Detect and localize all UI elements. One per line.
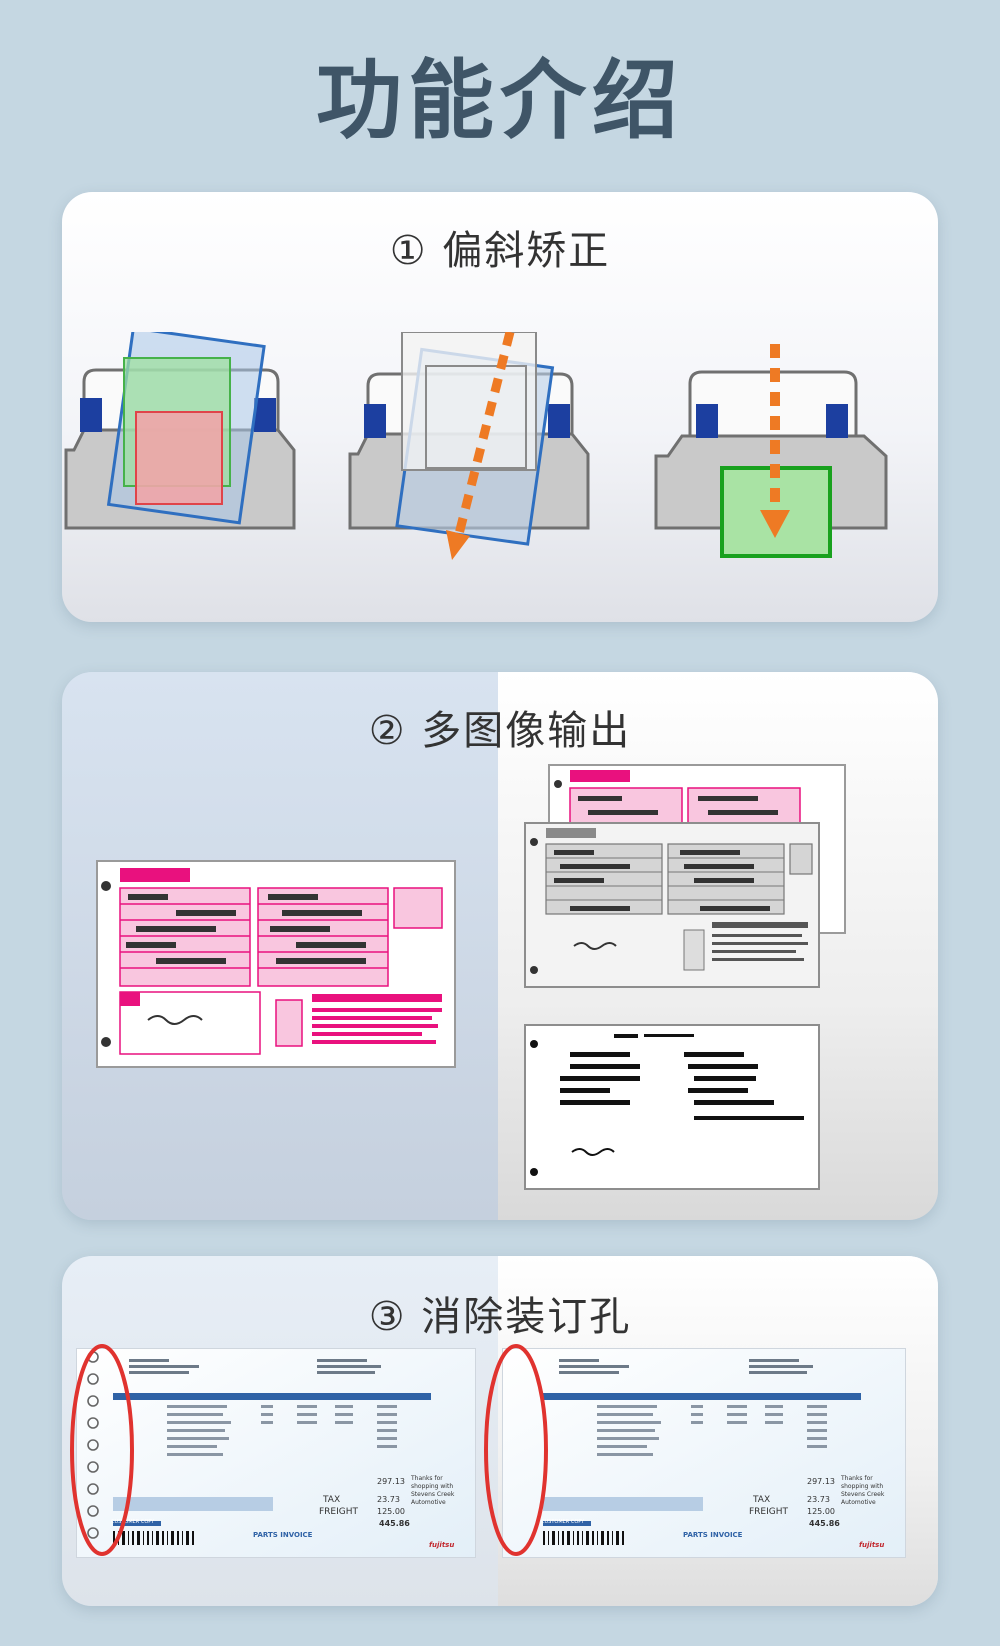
invoice-subtotal: 297.13 — [807, 1477, 835, 1486]
invoice-with-punch-holes: 297.13 TAX 23.73 FREIGHT 125.00 445.86 T… — [76, 1348, 476, 1558]
corrected-document-illustration — [654, 344, 888, 558]
source-color-form-image — [96, 860, 456, 1068]
invoice-thanks-note: Thanks for shopping with Stevens Creek A… — [411, 1475, 455, 1506]
invoice-graphic — [77, 1349, 475, 1557]
invoice-freight: 125.00 — [377, 1507, 405, 1516]
invoice-graphic — [503, 1349, 905, 1557]
punch-hole-highlight-right — [484, 1344, 548, 1556]
invoice-freight: 125.00 — [807, 1507, 835, 1516]
invoice-subtotal: 297.13 — [377, 1477, 405, 1486]
invoice-freight-label: FREIGHT — [319, 1507, 359, 1517]
invoice-total: 445.86 — [379, 1519, 410, 1528]
invoice-thanks-note: Thanks for shopping with Stevens Creek A… — [841, 1475, 885, 1506]
invoice-freight-label: FREIGHT — [749, 1507, 789, 1517]
invoice-brand-logo: fujitsu — [859, 1541, 885, 1549]
skewed-document-illustration — [64, 332, 296, 530]
feature-title-skew-correction: ① 偏斜矫正 — [389, 228, 611, 274]
page-title: 功能介绍 — [316, 51, 684, 151]
invoice-parts-label: PARTS INVOICE — [253, 1531, 313, 1539]
feature-panel-punch-hole-removal: ③ 消除装订孔 — [62, 1256, 938, 1606]
feature-title-punch-hole-removal: ③ 消除装订孔 — [368, 1294, 632, 1340]
invoice-customer-copy: CUSTOMER COPY — [111, 1519, 155, 1525]
invoice-parts-label: PARTS INVOICE — [683, 1531, 743, 1539]
invoice-tax-label: TAX — [753, 1495, 771, 1505]
output-black-white-image — [524, 1024, 820, 1190]
invoice-tax: 23.73 — [377, 1495, 400, 1504]
feature-panel-skew-correction: ① 偏斜矫正 — [62, 192, 938, 622]
invoice-holes-removed: 297.13 TAX 23.73 FREIGHT 125.00 445.86 T… — [502, 1348, 906, 1558]
skew-detection-illustration — [348, 332, 590, 560]
invoice-total: 445.86 — [809, 1519, 840, 1528]
invoice-customer-copy: CUSTOMER COPY — [541, 1519, 585, 1525]
invoice-tax: 23.73 — [807, 1495, 830, 1504]
output-grayscale-image — [524, 822, 820, 988]
invoice-brand-logo: fujitsu — [429, 1541, 455, 1549]
feature-title-multi-image-output: ② 多图像输出 — [368, 708, 632, 754]
invoice-tax-label: TAX — [323, 1495, 341, 1505]
punch-hole-highlight-left — [70, 1344, 134, 1556]
feature-panel-multi-image-output: ② 多图像输出 — [62, 672, 938, 1220]
